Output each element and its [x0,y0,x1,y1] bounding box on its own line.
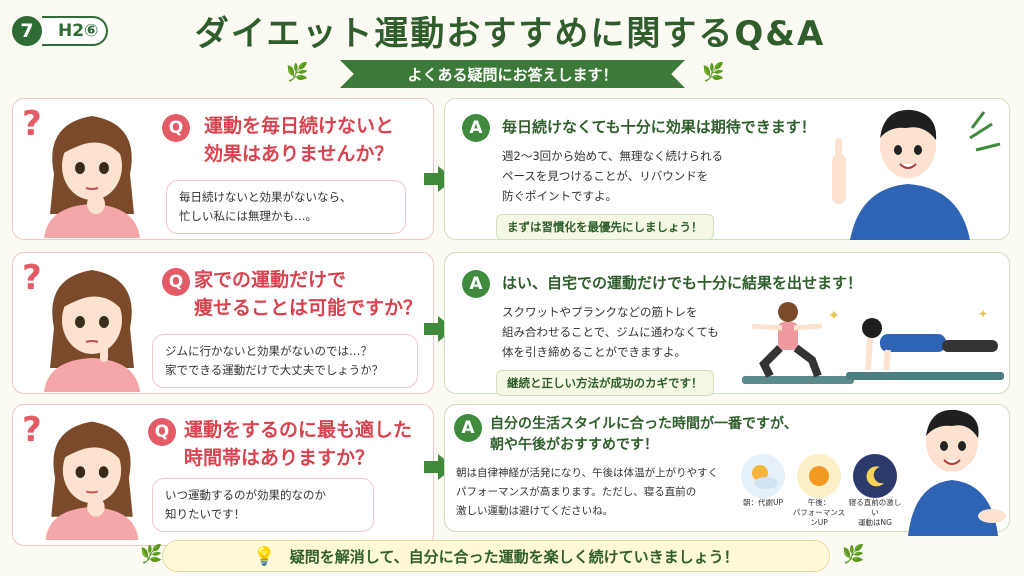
answer-line: 朝は自律神経が活発になり、午後は体温が上がりやすく [456,467,719,479]
time-caption: 寝る直前の激しい 運動はNG [846,498,904,528]
leaf-icon: 🌿 [286,62,309,83]
lightbulb-icon: 💡 [253,545,276,567]
time-afternoon: 午後： パフォーマンス ンUP [790,454,848,528]
svg-text:✦: ✦ [978,307,988,321]
question-bubble: いつ運動するのが効果的なのか 知りたいです！ [152,478,374,532]
a-label-badge: A [454,414,482,442]
footer-banner: 💡 疑問を解消して、自分に合った運動を楽しく続けていきましょう！ [162,540,830,572]
leaf-icon: 🌿 [140,544,163,565]
q-label-badge: Q [162,114,190,142]
question-mark-icon: ? [22,104,42,144]
leaf-icon: 🌿 [842,544,865,565]
q-label: Q [154,422,170,442]
answer-body: スクワットやプランクなどの筋トレを 組み合わせることで、ジムに通わなくても 体を… [502,302,719,362]
question-line: 家での運動だけで [194,269,347,291]
caption-line: 運動はNG [858,518,892,527]
time-caption: 午後： パフォーマンス ンUP [790,498,848,528]
answer-title: 毎日続けなくても十分に効果は期待できます！ [502,118,816,136]
a-label: A [469,118,483,138]
time-night: 寝る直前の激しい 運動はNG [846,454,904,528]
sun-icon [797,454,841,498]
section-number-badge: 7 [12,16,42,46]
answer-tip: まずは習慣化を最優先にしましょう！ [496,214,714,240]
sun-cloud-icon [741,454,785,498]
answer-line: 組み合わせることで、ジムに通わなくても [502,325,719,339]
bubble-line: 忙しい私には無理かも…。 [179,209,317,223]
question-bubble: 毎日続けないと効果がないなら、 忙しい私には無理かも…。 [166,180,406,234]
a-label: A [461,418,475,438]
home-workout-illustration: ✦ ✦ [742,302,1004,384]
bubble-line: ジムに行かないと効果がないのでは…？ [165,344,372,358]
man-pointing-illustration [832,109,1001,240]
bubble-line: いつ運動するのが効果的なのか [165,488,326,502]
answer-title: はい、自宅での運動だけでも十分に結果を出せます！ [502,274,863,292]
a-label-badge: A [462,270,490,298]
question-line: 運動をするのに最も適した [184,419,413,441]
answer-line: スクワットやプランクなどの筋トレを [502,305,698,319]
subtitle-ribbon: よくある疑問にお答えします！ [340,60,685,88]
question-title: 運動を毎日続けないと 効果はありませんか？ [204,112,394,168]
caption-line: 午後： [807,498,831,507]
question-line: 運動を毎日続けないと [204,115,395,137]
bubble-line: 家でできる運動だけで大丈夫でしょうか？ [165,363,384,377]
answer-line: 激しい運動は避けてくださいね。 [456,505,614,517]
q-label-badge: Q [148,418,176,446]
answer-body: 週2〜3回から始めて、無理なく続けられる ペースを見つけることが、リバウンドを … [502,146,723,206]
woman-thinking-illustration [44,116,140,238]
bubble-line: 毎日続けないと効果がないなら、 [179,190,352,204]
page-title: ダイエット運動おすすめに関するQ&A [194,14,826,54]
woman-wondering-illustration [44,270,140,392]
question-title: 家での運動だけで 痩せることは可能ですか？ [194,266,422,322]
answer-line: 体を引き締めることができますよ。 [502,345,686,359]
q-label-badge: Q [162,268,190,296]
answer-body: 朝は自律神経が活発になり、午後は体温が上がりやすく パフォーマンスが高まります。… [456,464,718,521]
time-morning: 朝：代謝UP [734,454,792,508]
section-number: 7 [20,20,34,42]
time-caption: 朝：代謝UP [742,498,783,507]
q-label: Q [168,272,184,292]
answer-tip: 継続と正しい方法が成功のカギです！ [496,370,714,396]
question-title: 運動をするのに最も適した 時間帯はありますか？ [184,416,412,472]
footer-text: 疑問を解消して、自分に合った運動を楽しく続けていきましょう！ [289,547,739,566]
question-line: 痩せることは可能ですか？ [194,297,423,319]
answer-title: 自分の生活スタイルに合った時間が一番ですが、 朝や午後がおすすめです！ [490,414,798,456]
leaf-icon: 🌿 [702,62,725,83]
answer-title-line: 自分の生活スタイルに合った時間が一番ですが、 [490,416,798,432]
bubble-line: 知りたいです！ [165,507,246,521]
woman-thinking-illustration [45,421,139,540]
answer-line: 週2〜3回から始めて、無理なく続けられる [502,149,724,163]
a-label-badge: A [462,114,490,142]
man-presenting-illustration [908,409,1006,536]
answer-line: パフォーマンスが高まります。ただし、寝る直前の [456,486,697,498]
answer-title-line: 朝や午後がおすすめです！ [490,437,658,453]
answer-line: ペースを見つけることが、リバウンドを [502,169,709,183]
caption-line: 寝る直前の激しい [848,498,902,517]
moon-icon [853,454,897,498]
section-badge: H2⑥ [42,16,109,46]
question-line: 効果はありませんか？ [204,143,394,165]
answer-line: 防ぐポイントですよ。 [502,189,617,203]
q-label: Q [168,118,184,138]
question-line: 時間帯はありますか？ [184,447,375,469]
a-label: A [469,274,483,294]
caption-line: ンUP [810,518,828,527]
question-mark-icon: ? [22,258,42,298]
question-bubble: ジムに行かないと効果がないのでは…？ 家でできる運動だけで大丈夫でしょうか？ [152,334,418,388]
question-mark-icon: ? [22,410,42,450]
svg-text:✦: ✦ [828,308,840,324]
caption-line: パフォーマンス [792,508,846,517]
subtitle-text: よくある疑問にお答えします！ [407,65,618,84]
section-label: H2⑥ [58,21,99,41]
